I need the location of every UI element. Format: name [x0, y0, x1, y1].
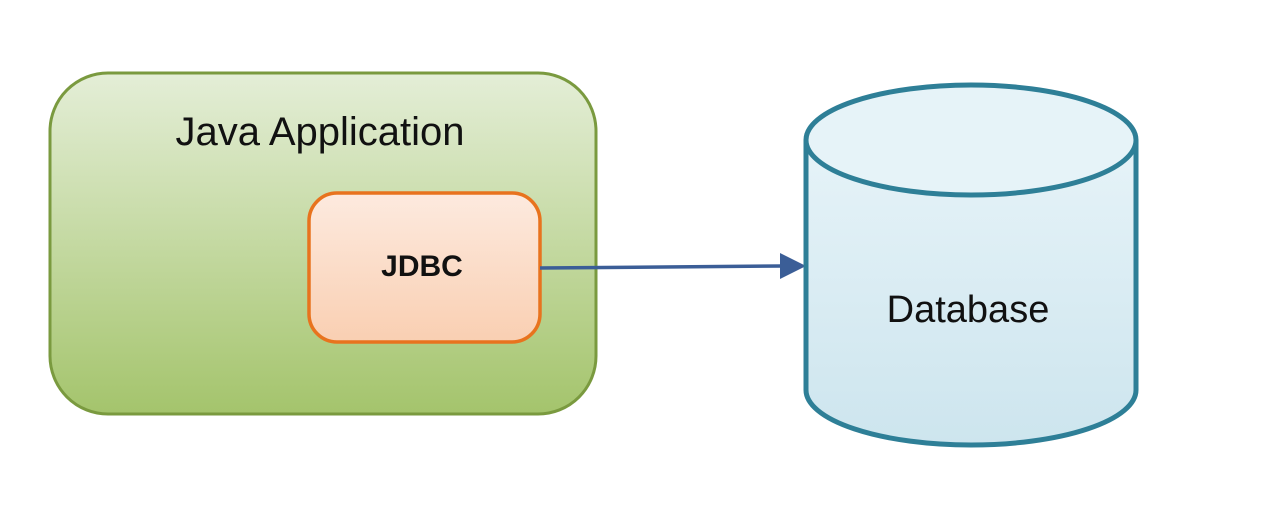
database-node[interactable]: Database [803, 82, 1139, 448]
database-label: Database [887, 289, 1050, 331]
database-cylinder-body [803, 140, 1139, 448]
database-cylinder-top [803, 82, 1139, 198]
jdbc-to-database-connector [539, 253, 806, 279]
java-application-label: Java Application [175, 110, 464, 154]
connector-line [539, 264, 783, 270]
jdbc-label: JDBC [381, 250, 463, 283]
jdbc-node[interactable]: JDBC [307, 191, 542, 344]
arrow-head-icon [780, 253, 806, 279]
